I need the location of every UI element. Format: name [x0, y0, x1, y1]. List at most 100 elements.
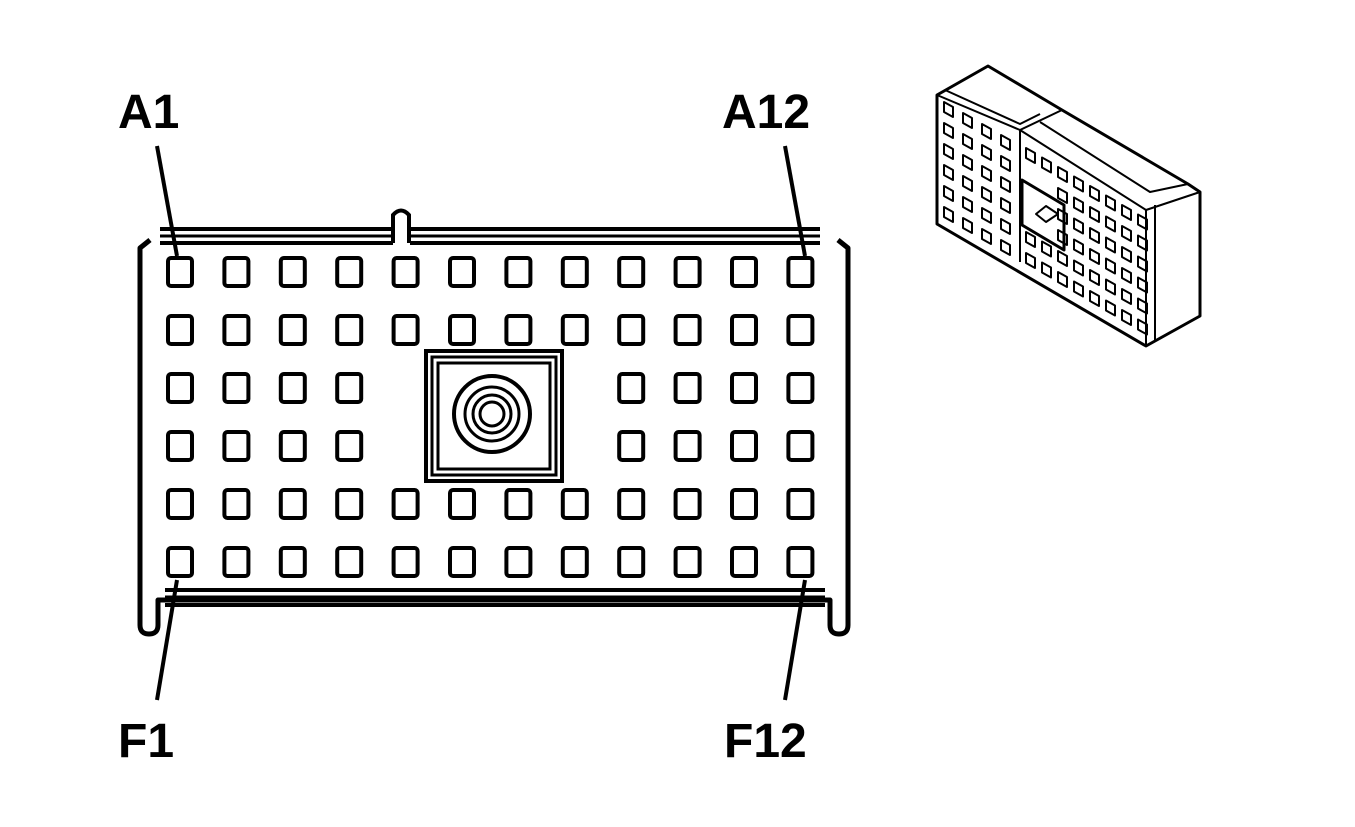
iso-cavity	[1105, 299, 1116, 317]
iso-cavity	[943, 164, 954, 181]
iso-cavity	[1041, 156, 1052, 174]
iso-cavity	[1137, 318, 1148, 336]
cavity-f12	[786, 546, 815, 578]
iso-cavity	[1105, 194, 1116, 212]
label-f12: F12	[724, 715, 807, 768]
iso-cavity	[1089, 227, 1100, 244]
cavity-b5	[391, 314, 420, 346]
cavity-e12	[786, 488, 815, 520]
cavity-f6	[448, 546, 476, 578]
cavity-f8	[560, 546, 589, 578]
cavity-f1	[166, 546, 194, 578]
cavity-c2	[222, 372, 251, 404]
iso-cavity	[981, 207, 992, 224]
cavity-b11	[730, 314, 758, 346]
cavity-a11	[730, 256, 758, 288]
cavity-f10	[673, 546, 702, 578]
cavity-a3	[278, 256, 307, 288]
cavity-a4	[335, 256, 364, 288]
cavity-b7	[504, 314, 533, 346]
iso-cavity	[962, 133, 973, 150]
cavity-e8	[560, 488, 589, 520]
cavity-a6	[448, 256, 476, 288]
cavity-e3	[278, 488, 307, 520]
label-a12: A12	[722, 86, 810, 139]
cavity-a9	[617, 256, 646, 288]
iso-cavity	[1105, 215, 1116, 233]
cavity-d9	[617, 430, 646, 462]
cavity-d12	[786, 430, 815, 462]
iso-cavity	[943, 101, 954, 118]
iso-cavity	[1121, 267, 1132, 284]
cavity-f7	[504, 546, 533, 578]
iso-cavity	[1137, 276, 1148, 294]
center-key-boss	[424, 349, 564, 483]
cavity-d3	[278, 430, 307, 462]
iso-cavity	[1073, 280, 1084, 298]
cavity-b4	[335, 314, 364, 346]
cavity-b9	[617, 314, 646, 346]
iso-cavity	[1057, 187, 1068, 204]
cavity-b10	[673, 314, 702, 346]
iso-cavity	[1073, 175, 1084, 193]
iso-cavity	[1025, 231, 1036, 248]
cavity-a5	[391, 256, 420, 288]
cavity-e4	[335, 488, 364, 520]
iso-cavity	[981, 228, 992, 245]
iso-cavity	[981, 144, 992, 161]
iso-cavity	[1073, 217, 1084, 235]
iso-cavity	[1057, 208, 1068, 225]
cavity-a2	[222, 256, 251, 288]
iso-cavity	[1000, 155, 1011, 172]
cavity-c10	[673, 372, 702, 404]
iso-cavity	[1000, 239, 1011, 256]
iso-cavity	[1137, 213, 1148, 231]
cavity-f11	[730, 546, 758, 578]
iso-cavity	[1000, 134, 1011, 151]
iso-cavity	[1137, 255, 1148, 273]
iso-cavity	[1089, 248, 1100, 265]
cavity-f5	[391, 546, 420, 578]
cavity-grid	[166, 256, 815, 578]
iso-cavity	[1057, 250, 1068, 267]
iso-cavity	[943, 185, 954, 202]
cavity-b8	[560, 314, 589, 346]
iso-cavity	[962, 154, 973, 171]
iso-cavity	[1041, 261, 1052, 279]
iso-cavity	[1089, 269, 1100, 286]
connector-isometric-view	[935, 64, 1202, 348]
iso-cavity	[1137, 297, 1148, 315]
iso-cavity	[962, 217, 973, 234]
cavity-c9	[617, 372, 646, 404]
iso-cavity	[981, 165, 992, 182]
iso-cavity	[1121, 204, 1132, 221]
iso-cavity	[1000, 197, 1011, 214]
iso-cavity	[1089, 290, 1100, 307]
iso-cavity	[1105, 278, 1116, 296]
iso-cavity	[1121, 309, 1132, 326]
cavity-d4	[335, 430, 364, 462]
cavity-a1	[166, 256, 194, 288]
label-f1: F1	[118, 715, 174, 768]
iso-cavity	[1073, 259, 1084, 277]
cavity-b6	[448, 314, 476, 346]
cavity-a8	[560, 256, 589, 288]
cavity-f4	[335, 546, 364, 578]
cavity-e11	[730, 488, 758, 520]
cavity-b3	[278, 314, 307, 346]
iso-cavity	[1025, 252, 1036, 269]
cavity-c3	[278, 372, 307, 404]
cavity-f2	[222, 546, 251, 578]
iso-cavity	[1057, 229, 1068, 246]
iso-cavity	[981, 186, 992, 203]
iso-cavity	[1073, 238, 1084, 256]
iso-cavity	[1105, 257, 1116, 275]
cavity-d11	[730, 430, 758, 462]
iso-cavity	[1089, 206, 1100, 223]
connector-body	[137, 208, 851, 637]
iso-cavity	[1000, 176, 1011, 193]
label-a1: A1	[118, 86, 179, 139]
cavity-e7	[504, 488, 533, 520]
cavity-c11	[730, 372, 758, 404]
